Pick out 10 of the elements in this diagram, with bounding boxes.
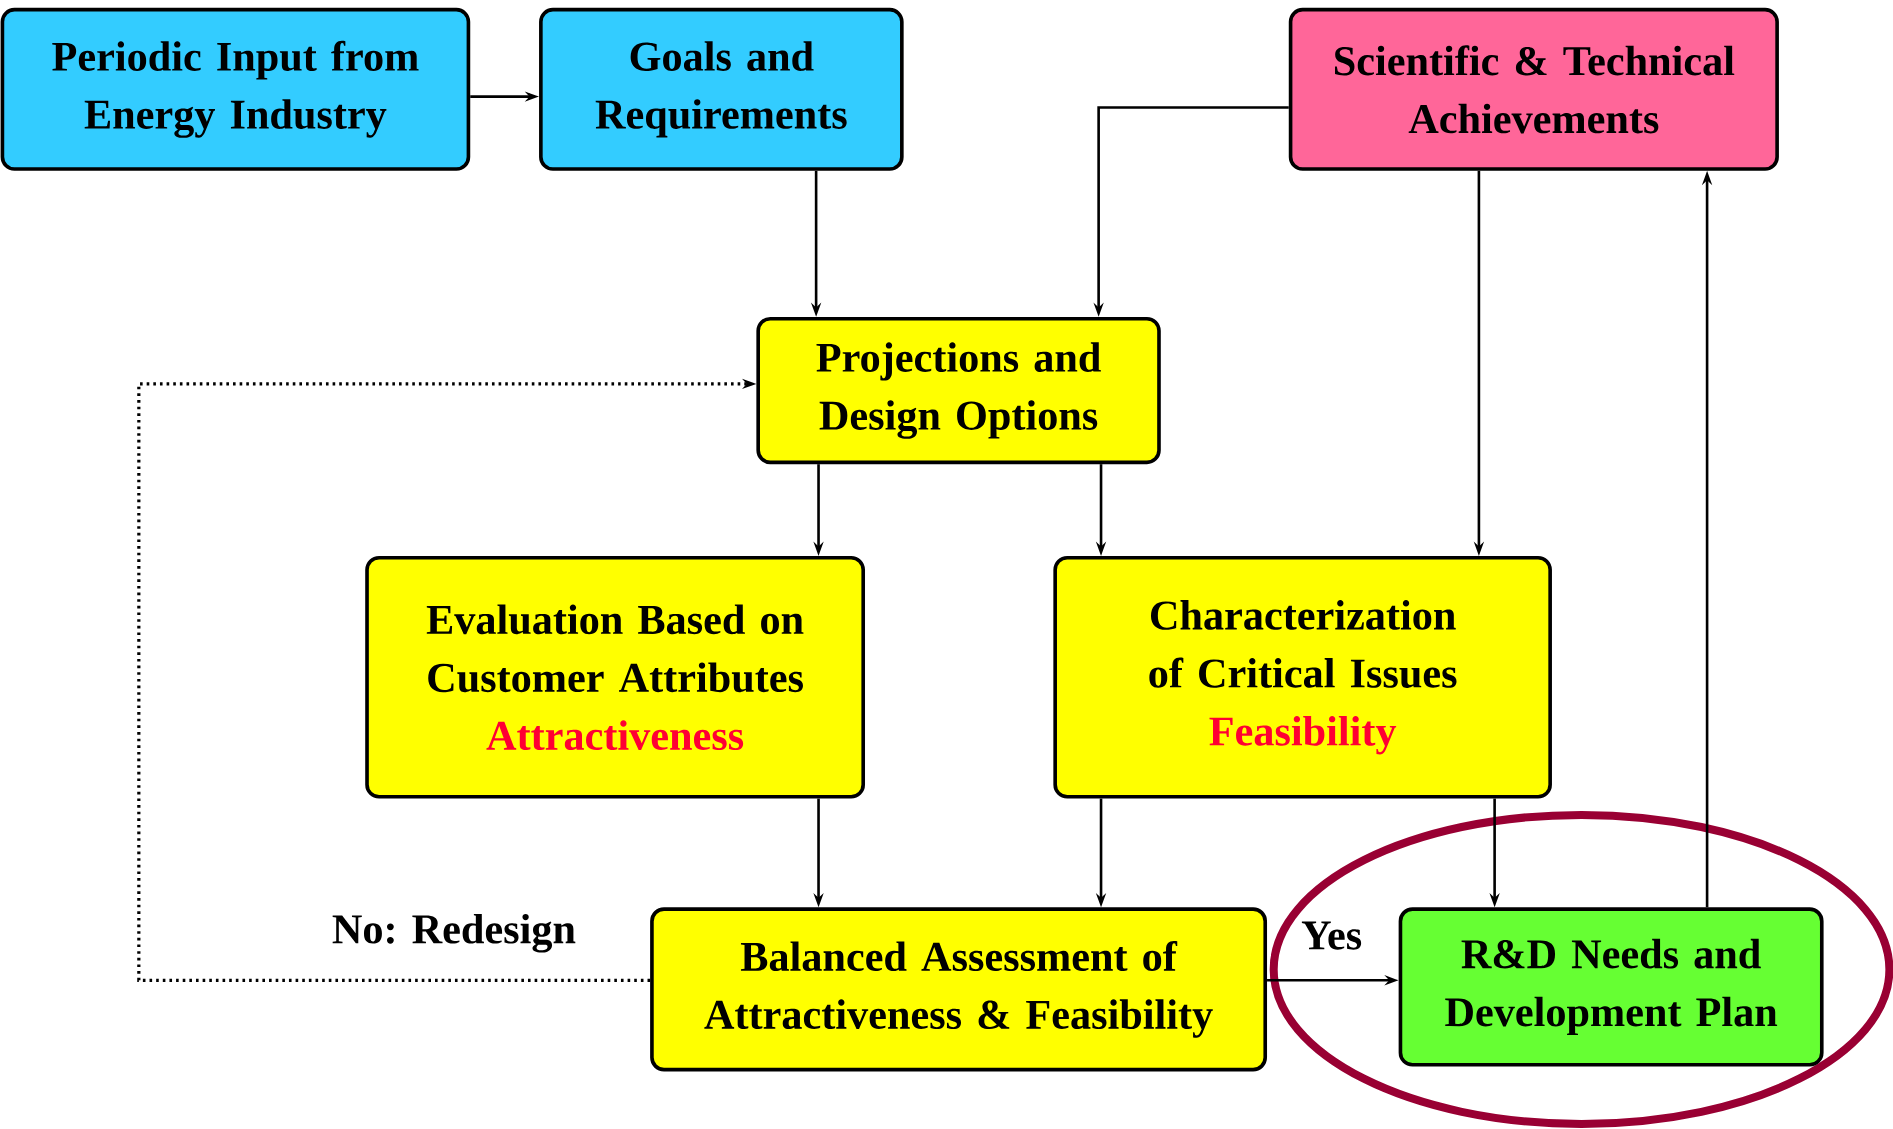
process-box: Balanced Assessment of Attractiveness & Feasibility xyxy=(650,907,1268,1072)
process-box: Projections and Design Options xyxy=(756,317,1161,465)
edge-label: Yes xyxy=(1299,919,1365,952)
process-box: Goals and Requirements xyxy=(539,7,904,171)
process-box: Evaluation Based on Customer Attributes Attractiveness xyxy=(365,556,865,799)
process-box: Characterization of Critical Issues Feasibility xyxy=(1053,556,1552,799)
process-box: Scientific & Technical Achievements xyxy=(1288,7,1779,171)
process-box: R&D Needs and Development Plan xyxy=(1398,907,1824,1067)
process-box: Periodic Input from Energy Industry xyxy=(0,7,471,171)
edge-label: No: Redesign xyxy=(329,912,578,955)
